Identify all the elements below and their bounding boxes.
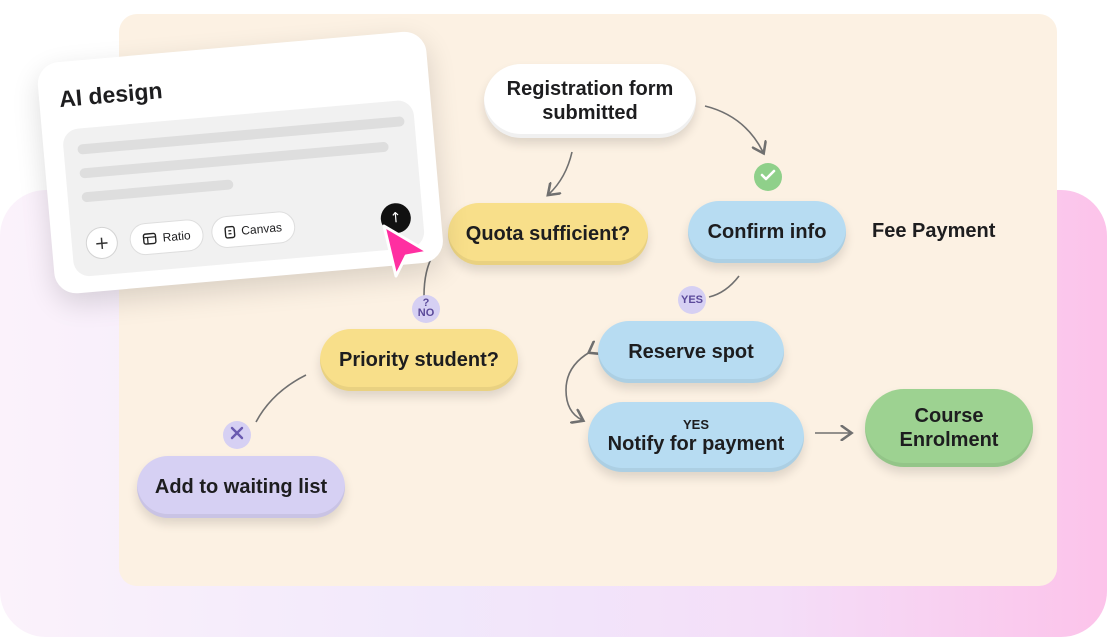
node-label: Quota sufficient? — [465, 223, 631, 245]
node-yes-label: YES — [682, 417, 709, 432]
arrow-registration-to-confirm — [704, 105, 763, 152]
node-reserve-spot[interactable]: Reserve spot — [598, 321, 784, 383]
node-label: Registration form submitted — [506, 78, 674, 124]
node-notify-for-payment[interactable]: YES Notify for payment — [588, 402, 804, 472]
node-add-to-waiting-list[interactable]: Add to waiting list — [137, 456, 345, 518]
node-label: Priority student? — [338, 349, 499, 371]
node-confirm-info[interactable]: Confirm info — [688, 201, 846, 263]
arrow-registration-to-quota — [549, 151, 573, 194]
node-label: Notify for payment — [607, 433, 785, 455]
ai-design-panel: AI design + Ratio Canvas ↑ — [36, 30, 445, 296]
ai-design-title: AI design — [58, 77, 164, 113]
node-quota-sufficient[interactable]: Quota sufficient? — [448, 203, 648, 265]
no-badge-label: NO — [417, 307, 435, 319]
fee-payment-label: Fee Payment — [872, 220, 996, 242]
canvas-button[interactable]: Canvas — [210, 210, 297, 250]
ratio-label: Ratio — [162, 228, 192, 245]
approved-badge — [754, 163, 782, 191]
ai-prompt-box[interactable]: + Ratio Canvas ↑ — [61, 99, 426, 278]
question-icon: ? — [422, 297, 430, 309]
ratio-icon — [142, 232, 157, 245]
checkmark-icon — [760, 168, 776, 187]
reject-badge — [223, 421, 251, 449]
node-label: Reserve spot — [628, 341, 754, 363]
node-label: Confirm info — [707, 221, 827, 243]
node-course-enrolment[interactable]: Course Enrolment — [865, 389, 1033, 467]
yes-badge-label: YES — [680, 294, 703, 306]
no-badge: ? NO — [412, 295, 440, 323]
cursor-arrow-icon — [376, 222, 436, 286]
ratio-button[interactable]: Ratio — [128, 218, 205, 257]
line-confirm-to-yes — [708, 275, 740, 298]
canvas-icon — [224, 225, 236, 239]
node-label: Add to waiting list — [154, 476, 328, 498]
canvas-label: Canvas — [240, 220, 283, 238]
line-priority-to-reject — [255, 374, 307, 423]
node-registration-form-submitted[interactable]: Registration form submitted — [484, 64, 696, 138]
x-icon — [230, 426, 244, 445]
plus-icon[interactable]: + — [84, 225, 120, 261]
placeholder-line — [81, 179, 234, 203]
arrow-reserve-notify-loop — [565, 352, 590, 420]
node-label: Course Enrolment — [899, 405, 999, 451]
node-priority-student[interactable]: Priority student? — [320, 329, 518, 391]
yes-badge: YES — [678, 286, 706, 314]
